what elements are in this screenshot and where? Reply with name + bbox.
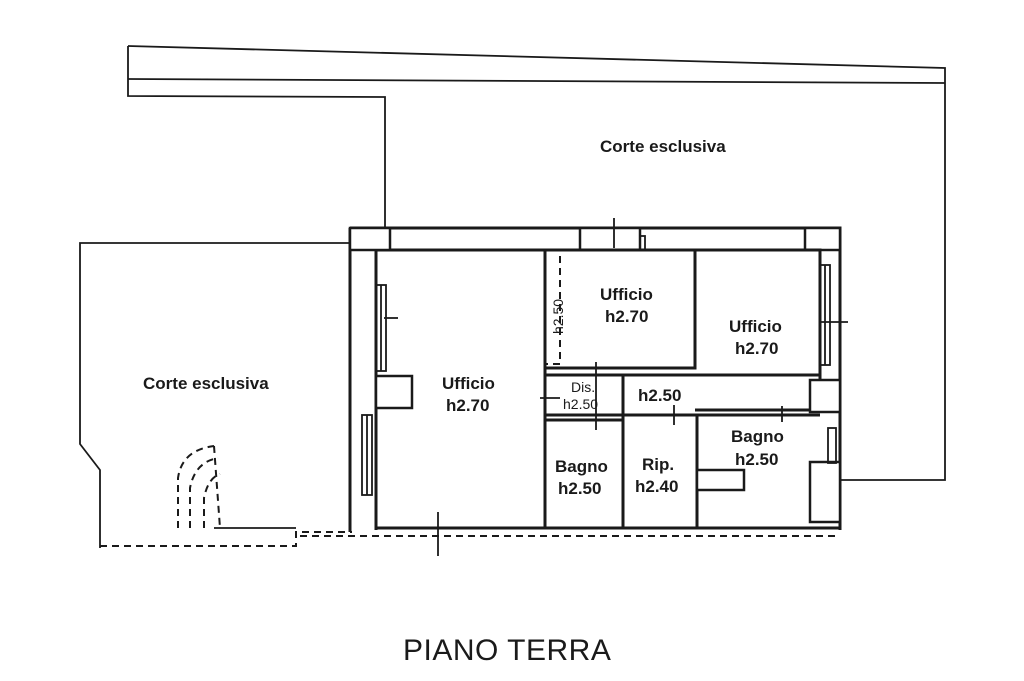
room-bath-right-name: Bagno [731, 427, 784, 446]
dashed-partition [545, 256, 561, 365]
room-dis-name: Dis. [571, 379, 595, 395]
room-bath-right-height: h2.50 [735, 450, 778, 469]
plan-title: PIANO TERRA [403, 634, 611, 667]
room-rip-name: Rip. [642, 455, 674, 474]
curved-steps [177, 445, 296, 529]
courtyard-top-outline [127, 45, 946, 481]
room-office-main-name: Ufficio [442, 374, 495, 393]
room-bath-left-height: h2.50 [558, 479, 601, 498]
room-office-main-height: h2.70 [446, 396, 489, 415]
courtyard-top-label: Corte esclusiva [600, 137, 726, 156]
room-office-right-name: Ufficio [729, 317, 782, 336]
room-rip-height: h2.40 [635, 477, 678, 496]
room-office-right-height: h2.70 [735, 339, 778, 358]
courtyard-left-outline [79, 242, 352, 548]
room-office-center-height: h2.70 [605, 307, 648, 326]
windows [361, 235, 837, 496]
courtyard-left-label: Corte esclusiva [143, 374, 269, 393]
room-bath-left-name: Bagno [555, 457, 608, 476]
door-markers [384, 218, 848, 556]
room-dis-height: h2.50 [563, 396, 598, 412]
room-storage-height: h2.50 [638, 386, 681, 405]
vertical-height-label: h2.50 [550, 299, 566, 334]
room-office-center-name: Ufficio [600, 285, 653, 304]
